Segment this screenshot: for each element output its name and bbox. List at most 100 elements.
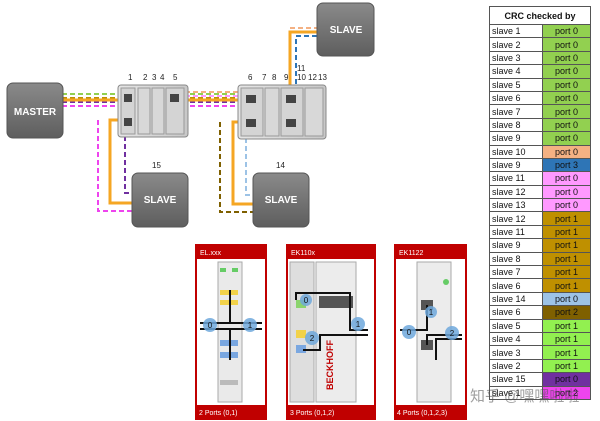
brand-label: BECKHOFF xyxy=(325,340,335,390)
svg-text:SLAVE: SLAVE xyxy=(144,195,177,206)
crc-slave-cell: slave 12 xyxy=(489,211,543,226)
coupler-left[interactable] xyxy=(117,84,189,138)
slave-node-top[interactable]: SLAVE xyxy=(316,2,375,57)
svg-text:7: 7 xyxy=(262,73,267,82)
crc-slave-cell: slave 12 xyxy=(489,184,543,200)
svg-text:2: 2 xyxy=(143,73,148,82)
module-name: EK110x xyxy=(291,250,315,257)
crc-port-cell: port 0 xyxy=(542,64,591,79)
port-label: 0 xyxy=(208,321,213,330)
crc-port-cell: port 0 xyxy=(542,50,591,66)
crc-port-cell: port 1 xyxy=(542,238,591,253)
module-panel-ek1122: EK1122 4 Ports (0,1,2,3) 0 2 1 xyxy=(394,244,467,420)
module-footer: 2 Ports (0,1) xyxy=(199,410,238,417)
module-name: EL.xxx xyxy=(200,250,222,257)
crc-slave-cell: slave 3 xyxy=(489,50,543,66)
slave-14-number: 14 xyxy=(276,161,285,170)
svg-text:1: 1 xyxy=(128,73,133,82)
slave-node-14[interactable]: SLAVE xyxy=(252,172,310,228)
crc-table-header-row: CRC checked by xyxy=(489,6,591,25)
crc-port-cell: port 2 xyxy=(542,305,591,320)
slave-node-15[interactable]: SLAVE xyxy=(131,172,189,228)
svg-text:SLAVE: SLAVE xyxy=(265,195,298,206)
module-footer: 4 Ports (0,1,2,3) xyxy=(397,410,447,417)
crc-port-cell: port 0 xyxy=(542,184,591,200)
crc-port-cell: port 1 xyxy=(542,278,591,293)
crc-port-cell: port 0 xyxy=(542,171,591,186)
port-label: 1 xyxy=(429,308,434,317)
port-numbers-left: 1 2 3 4 5 xyxy=(128,73,178,82)
port-label: 1 xyxy=(356,320,361,329)
crc-port-cell: port 3 xyxy=(542,157,591,173)
master-node[interactable]: MASTER xyxy=(6,82,64,139)
port-icon xyxy=(170,94,179,102)
port-label: 2 xyxy=(310,334,315,343)
crc-port-cell: port 0 xyxy=(542,23,591,39)
svg-text:5: 5 xyxy=(173,73,178,82)
crc-port-cell: port 1 xyxy=(542,345,591,360)
port-icon xyxy=(246,119,256,127)
crc-slave-cell: slave 15 xyxy=(489,372,543,387)
crc-slave-cell: slave 11 xyxy=(489,224,543,240)
crc-slave-cell: slave 2 xyxy=(489,358,543,374)
crc-slave-cell: slave 6 xyxy=(489,305,543,320)
svg-text:8: 8 xyxy=(272,73,277,82)
svg-text:9: 9 xyxy=(284,73,289,82)
crc-slave-cell: slave 5 xyxy=(489,77,543,92)
port-label: 1 xyxy=(248,321,253,330)
crc-slave-cell: slave 8 xyxy=(489,117,543,133)
module-name: EK1122 xyxy=(399,250,423,257)
port-icon xyxy=(286,119,296,127)
crc-slave-cell: slave 13 xyxy=(489,198,543,213)
crc-port-cell: port 1 xyxy=(542,265,591,280)
crc-port-cell: port 1 xyxy=(542,358,591,374)
module-footer: 3 Ports (0,1,2) xyxy=(290,410,334,417)
crc-slave-cell: slave 9 xyxy=(489,157,543,173)
crc-slave-cell: slave 14 xyxy=(489,291,543,307)
svg-text:11: 11 xyxy=(297,64,306,73)
crc-slave-cell: slave 9 xyxy=(489,238,543,253)
svg-text:4: 4 xyxy=(160,73,165,82)
crc-port-cell: port 1 xyxy=(542,318,591,333)
port-icon xyxy=(246,95,256,103)
port-label: 0 xyxy=(304,296,309,305)
svg-text:13: 13 xyxy=(318,73,327,82)
port-icon xyxy=(124,94,132,102)
svg-text:10: 10 xyxy=(297,73,306,82)
crc-port-cell: port 0 xyxy=(542,372,591,387)
crc-table-header: CRC checked by xyxy=(489,6,591,25)
master-label: MASTER xyxy=(14,107,57,118)
crc-slave-cell: slave 4 xyxy=(489,64,543,79)
coupler-right[interactable] xyxy=(237,84,327,140)
svg-text:12: 12 xyxy=(308,73,317,82)
crc-port-cell: port 0 xyxy=(542,144,591,159)
port-label: 0 xyxy=(407,328,412,337)
crc-port-cell: port 1 xyxy=(542,211,591,226)
port-numbers-right: 6 7 8 9 10 11 12 13 xyxy=(248,64,327,82)
port-icon xyxy=(124,118,132,126)
crc-port-cell: port 0 xyxy=(542,291,591,307)
crc-slave-cell: slave 4 xyxy=(489,331,543,347)
crc-slave-cell: slave 1 xyxy=(489,385,543,400)
